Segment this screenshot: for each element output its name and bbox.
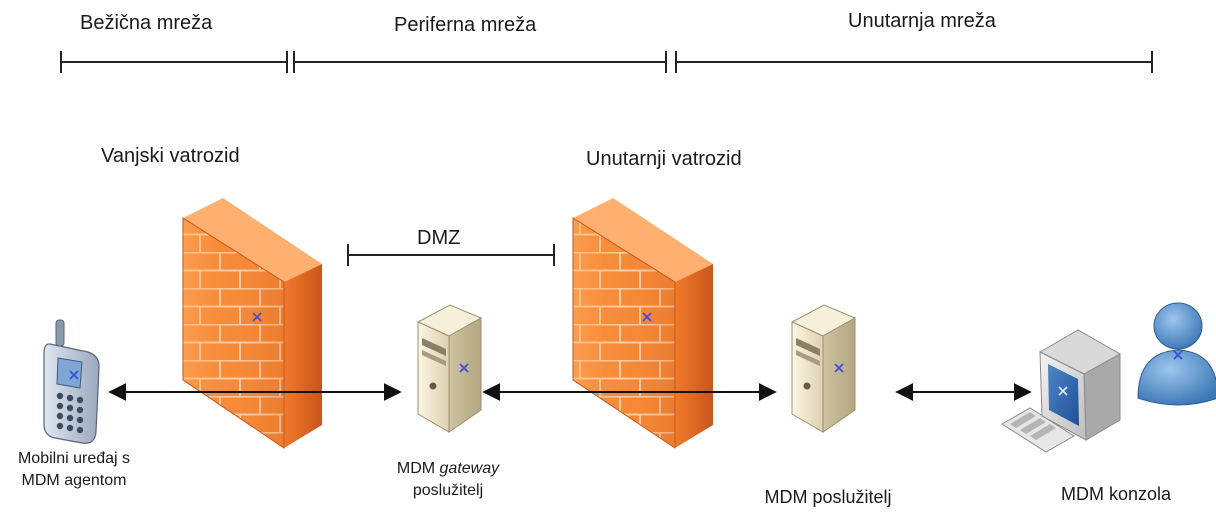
zone-ruler-wireless (60, 51, 288, 73)
zone-ruler-perimeter (293, 51, 667, 73)
internal-firewall-icon (572, 198, 713, 449)
mobile-phone-icon (43, 319, 100, 444)
zone-ruler-internal (675, 51, 1153, 73)
mdm-server-label: MDM poslužitelj (764, 487, 892, 507)
mobile-device-label: Mobilni uređaj s MDM agentom (18, 448, 130, 492)
gateway-label-prefix: MDM (396, 460, 440, 477)
shape-marker-icon (642, 312, 652, 322)
mobile-device-label-line1: Mobilni uređaj s (17, 450, 131, 467)
zone-label-perimeter: Periferna mreža (394, 14, 537, 36)
zone-label-internal: Unutarnja mreža (848, 10, 996, 32)
gateway-label-line2: poslužitelj (412, 482, 484, 499)
mobile-device-label-line2: MDM agentom (21, 472, 127, 489)
mdm-console-label: MDM konzola (1060, 484, 1172, 504)
console-workstation-icon (1001, 329, 1122, 453)
shape-marker-icon (459, 363, 469, 373)
shape-marker-icon (252, 312, 262, 322)
gateway-server-icon (416, 304, 483, 433)
zone-label-wireless: Bežična mreža (80, 12, 213, 34)
shape-marker-icon (834, 363, 844, 373)
internal-firewall-label: Unutarnji vatrozid (586, 148, 742, 170)
external-firewall-icon (182, 198, 322, 449)
dmz-label: DMZ (417, 227, 461, 249)
dmz-ruler (347, 244, 555, 266)
gateway-server-label: MDM gateway poslužitelj (368, 458, 528, 502)
gateway-label-italic: gateway (439, 460, 500, 477)
user-icon (1137, 302, 1216, 406)
mdm-server-icon (790, 304, 857, 433)
external-firewall-label: Vanjski vatrozid (101, 145, 240, 167)
